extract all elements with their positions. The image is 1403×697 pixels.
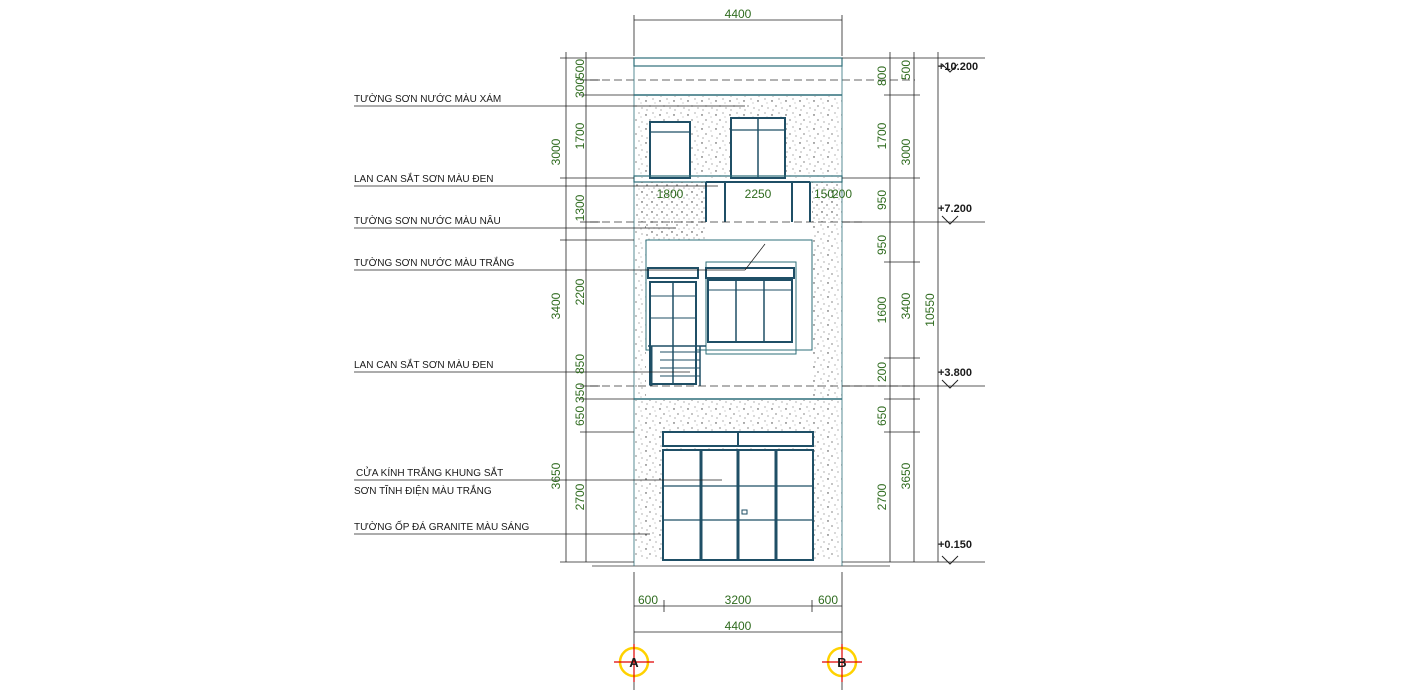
dim-bottom-left: 600 (638, 593, 658, 607)
label-railing-upper: LAN CAN SẮT SƠN MÀU ĐEN (354, 172, 494, 185)
dim-left-outer: 3400 (549, 292, 563, 319)
second-floor-window (705, 261, 797, 355)
label-railing-lower: LAN CAN SẮT SƠN MÀU ĐEN (354, 358, 494, 371)
dim-balcony-right2: 200 (832, 187, 852, 201)
parapet-band (633, 57, 843, 67)
dim-right-inner: 200 (875, 362, 889, 382)
second-floor-door (647, 267, 699, 385)
dim-left-inner: 1700 (573, 122, 587, 149)
dim-top-total: 4400 (725, 7, 752, 21)
dim-left-outer: 3650 (549, 462, 563, 489)
dim-balcony-left: 1800 (657, 187, 684, 201)
dim-left-inner: 850 (573, 354, 587, 374)
dim-balcony-right: 150 (814, 187, 834, 201)
level-second-floor: +3.800 (938, 367, 972, 379)
label-brown-wall: TƯỜNG SƠN NƯỚC MÀU NÂU (354, 214, 501, 227)
third-floor-window-left (649, 121, 691, 179)
dim-left-inner: 2200 (573, 278, 587, 305)
dim-right-outer: 3000 (899, 138, 913, 165)
balcony-right-column (812, 182, 842, 222)
second-floor-right-column (812, 222, 842, 398)
balcony-railing (705, 181, 811, 222)
axis-marker-a: A (614, 644, 654, 682)
level-third-floor: +7.200 (938, 203, 972, 215)
dim-left-inner: 650 (573, 406, 587, 426)
dim-right-total: 10550 (923, 293, 937, 327)
dim-right-inner: 950 (875, 235, 889, 255)
dim-left-inner: 500 (573, 59, 587, 79)
white-wall-frame (645, 239, 813, 351)
dim-bottom-right: 600 (818, 593, 838, 607)
label-white-wall: TƯỜNG SƠN NƯỚC MÀU TRẮNG (354, 256, 515, 269)
dim-right-inner: 1700 (875, 122, 889, 149)
brown-wall-panel (634, 182, 706, 222)
third-floor-window-right (730, 117, 786, 179)
dim-right-inner: 1600 (875, 296, 889, 323)
label-powder-coat: SƠN TĨNH ĐIỆN MÀU TRẮNG (354, 484, 492, 497)
second-floor-left-column (634, 222, 646, 398)
dim-balcony-middle: 2250 (745, 187, 772, 201)
dim-left-inner: 1300 (573, 194, 587, 221)
axis-label-a: A (629, 655, 639, 670)
level-ground: +0.150 (938, 539, 972, 551)
dim-left-inner: 300 (573, 78, 587, 98)
dimension-lines (560, 15, 985, 690)
dim-right-inner: 650 (875, 406, 889, 426)
level-roof: +10.200 (938, 61, 978, 73)
callout-leaders (354, 105, 766, 535)
dim-left-inner: 350 (573, 383, 587, 403)
dim-bottom-total: 4400 (725, 619, 752, 633)
label-grey-wall: TƯỜNG SƠN NƯỚC MÀU XÁM (354, 92, 501, 105)
dim-bottom-middle: 3200 (725, 593, 752, 607)
ground-floor-door (662, 431, 814, 561)
axis-label-b: B (837, 655, 846, 670)
second-floor-railing (648, 345, 706, 386)
dim-right-inner: 950 (875, 190, 889, 210)
dim-right-outer: 3400 (899, 292, 913, 319)
second-floor-brown-top (646, 222, 706, 240)
label-glass-door: CỬA KÍNH TRẮNG KHUNG SẮT (356, 466, 503, 479)
label-granite-wall: TƯỜNG ỐP ĐÁ GRANITE MÀU SÁNG (354, 519, 530, 533)
facade (590, 57, 915, 567)
dim-left-inner: 2700 (573, 483, 587, 510)
dim-right-inner: 800 (875, 66, 889, 86)
dim-right-inner: 2700 (875, 483, 889, 510)
dim-right-outer: 3650 (899, 462, 913, 489)
dim-right-top: 500 (899, 60, 913, 80)
level-markers (941, 63, 959, 565)
axis-marker-b: B (822, 644, 862, 682)
dim-left-outer: 3000 (549, 138, 563, 165)
